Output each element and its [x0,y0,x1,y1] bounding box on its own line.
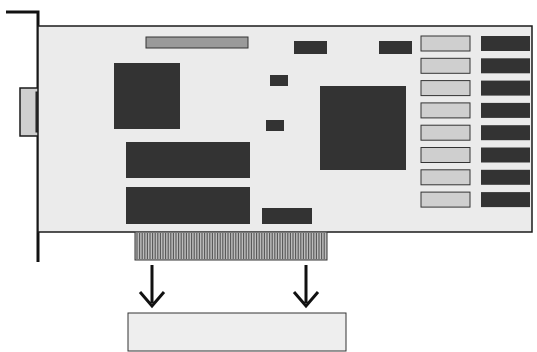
memory-modules [420,35,530,208]
small-chip-1 [294,41,327,54]
memory-module-dark [481,192,530,208]
memory-module-dark [481,102,530,118]
small-chip-4 [266,120,284,131]
memory-module-light [420,102,471,119]
memory-module-light [420,35,471,52]
memory-module-dark [481,80,530,96]
memory-module-light [420,191,471,208]
memory-module-light [420,124,471,141]
large-chip-square [114,63,180,129]
memory-module-dark [481,147,530,163]
large-chip-wide-2 [126,187,250,224]
memory-module-light [420,147,471,163]
memory-module-dark [481,58,530,74]
mounting-bracket [6,10,40,262]
large-chip-processor [320,86,406,170]
memory-module-dark [481,169,530,185]
large-chip-wide-1 [126,142,250,178]
arrow-right [292,265,320,309]
small-chip-3 [270,75,288,86]
memory-module-light [420,57,471,74]
memory-module-dark [481,36,530,51]
small-chip-2 [379,41,412,54]
motherboard-slot [127,312,347,352]
edge-connector [134,231,328,261]
top-label-strip [145,36,249,49]
memory-module-dark [481,125,530,141]
arrow-left [138,265,166,309]
small-chip-bottom [262,208,312,224]
memory-module-light [420,80,471,97]
memory-module-light [420,169,471,186]
